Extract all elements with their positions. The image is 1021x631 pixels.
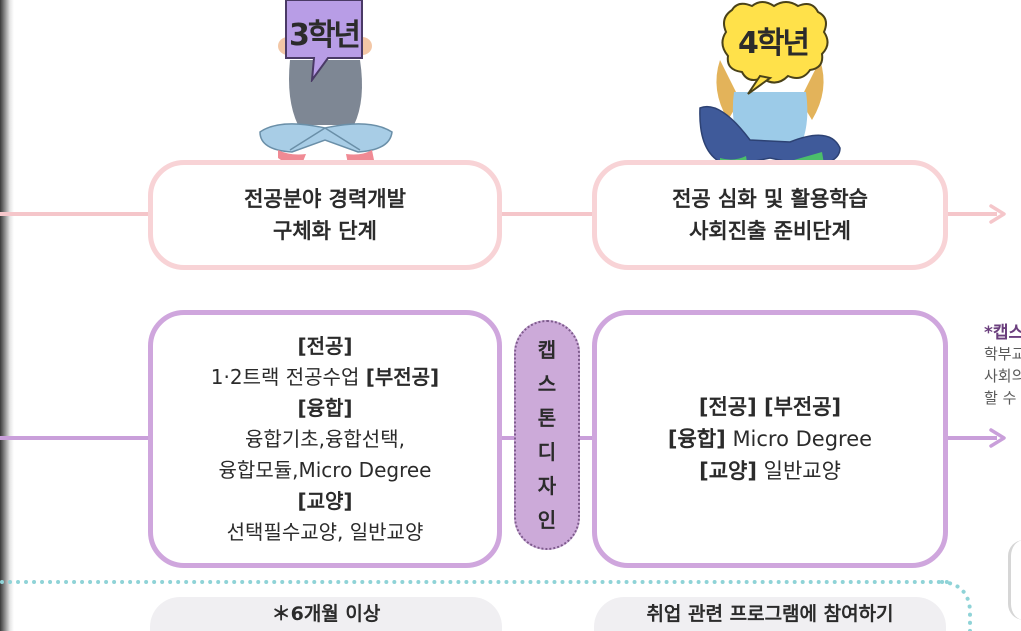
fourth-stage-line1: 전공 심화 및 활용학습 (672, 187, 868, 211)
fourth-grade-label: 4학년 (737, 26, 810, 61)
course-timeline-line-right (945, 436, 997, 440)
third-grade-label: 3학년 (288, 18, 361, 53)
fourth-convergence-text: Micro Degree (732, 427, 873, 451)
fourth-major-minor-tags: [전공] [부전공] (698, 395, 842, 419)
teal-dotted-corner (940, 580, 972, 631)
fourth-grade-course-box: [전공] [부전공] [융합] Micro Degree [교양] 일반교양 (592, 310, 948, 568)
capstone-char: 스 (537, 372, 557, 396)
third-grade-student-illustration (259, 37, 393, 165)
third-convergence-line2: 융합모듈,Micro Degree (218, 457, 432, 482)
right-circle-edge (1008, 540, 1021, 620)
bottom-right-pill: 취업 관련 프로그램에 참여하기 (594, 597, 946, 631)
stage-timeline-line-left (0, 212, 150, 216)
fourth-liberal-text: 일반교양 (763, 459, 841, 483)
capstone-char: 디 (537, 440, 557, 464)
third-convergence-tag: [융합] (297, 395, 353, 420)
third-convergence-line1: 융합기초,융합선택, (245, 426, 405, 451)
course-timeline-line-left (0, 436, 150, 440)
side-note-line: 사회의 (984, 367, 1021, 385)
third-stage-line1: 전공분야 경력개발 (244, 187, 406, 211)
fourth-stage-line2: 사회진출 준비단계 (689, 219, 851, 243)
third-liberal-text: 선택필수교양, 일반교양 (226, 519, 424, 544)
course-arrow-icon (989, 428, 1006, 448)
capstone-char: 인 (537, 508, 557, 532)
capstone-design-pill: 캡 스 톤 디 자 인 (514, 320, 580, 550)
capstone-char: 캡 (537, 338, 557, 362)
third-stage-line2: 구체화 단계 (273, 219, 377, 243)
third-minor-tag: [부전공] (365, 364, 440, 389)
stage-arrow-icon (989, 204, 1006, 224)
side-note-line: 할 수 (984, 389, 1017, 407)
capstone-char: 자 (537, 474, 557, 498)
third-major-tag: [전공] (297, 333, 353, 358)
course-timeline-line-mid2 (578, 436, 594, 440)
course-timeline-line-mid1 (500, 436, 516, 440)
side-note-line: 학부교 (984, 345, 1021, 363)
third-liberal-tag: [교양] (297, 488, 353, 513)
page-edge-shadow (0, 0, 14, 631)
teal-dotted-divider (0, 580, 950, 584)
fourth-liberal-tag: [교양] (699, 459, 757, 483)
stage-timeline-line-middle (500, 212, 594, 216)
stage-timeline-line-right (945, 212, 997, 216)
fourth-convergence-tag: [융합] (667, 427, 726, 451)
bottom-left-pill: ＊6개월 이상 (150, 597, 502, 631)
third-major-text: 1·2트랙 전공수업 (210, 364, 360, 389)
third-grade-stage-box: 전공분야 경력개발 구체화 단계 (148, 160, 502, 270)
fourth-grade-speech-bubble (721, 1, 829, 95)
capstone-side-note: *캡스 학부교 사회의 할 수 (984, 318, 1021, 418)
fourth-grade-stage-box: 전공 심화 및 활용학습 사회진출 준비단계 (592, 160, 948, 270)
third-grade-course-box: [전공] 1·2트랙 전공수업 [부전공] [융합] 융합기초,융합선택, 융합… (148, 310, 502, 568)
capstone-char: 톤 (537, 406, 557, 430)
third-grade-speech-bubble (285, 0, 363, 82)
side-note-title: *캡스 (984, 323, 1021, 343)
